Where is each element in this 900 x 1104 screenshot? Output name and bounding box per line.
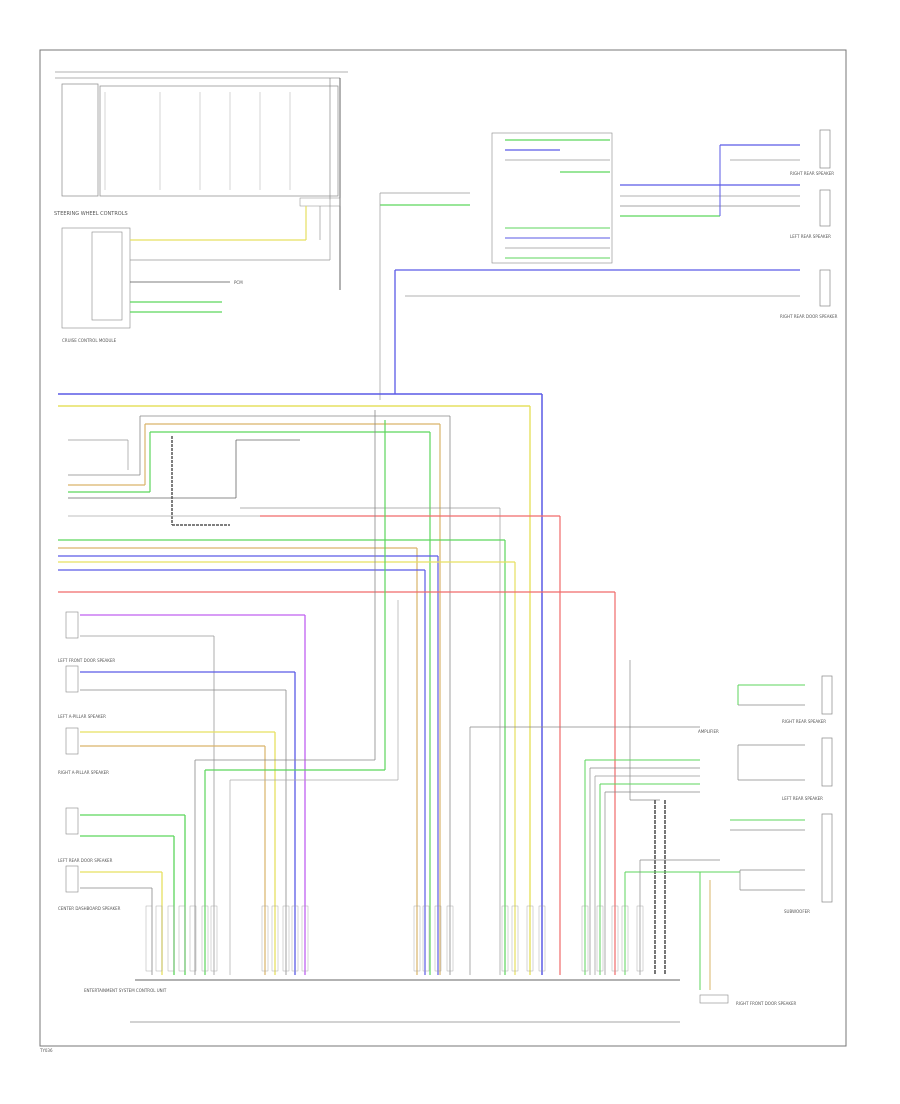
left-rear-speaker-mid-label: LEFT REAR SPEAKER (782, 796, 823, 801)
cruise-control-block: PCM CRUISE CONTROL MODULE (61, 200, 331, 343)
right-rear-door-speaker-label: RIGHT REAR DOOR SPEAKER (780, 314, 838, 319)
outer-frame (39, 49, 847, 1047)
subwoofer-label: SUBWOOFER (784, 909, 810, 914)
left-speakers-block: LEFT FRONT DOOR SPEAKER LEFT A-PILLAR SP… (58, 410, 399, 975)
steering-wheel-controls-label: STEERING WHEEL CONTROLS (54, 211, 128, 217)
entertainment-control-unit-label: ENTERTAINMENT SYSTEM CONTROL UNIT (84, 988, 167, 993)
amplifier-block: AMPLIFIER RIGHT REAR SPEAKER LEFT REAR S… (469, 660, 833, 990)
control-unit-block: ENTERTAINMENT SYSTEM CONTROL UNIT RIGHT … (84, 905, 797, 1023)
pcm-label: PCM (234, 280, 243, 285)
footer-code: TY036 (39, 1048, 53, 1053)
right-rear-speaker-mid-label: RIGHT REAR SPEAKER (782, 719, 826, 724)
left-front-door-speaker-label: LEFT FRONT DOOR SPEAKER (58, 658, 115, 663)
rear-speaker-top-block: RIGHT REAR SPEAKER LEFT REAR SPEAKER RIG… (379, 129, 838, 400)
left-rear-speaker-top-label: LEFT REAR SPEAKER (790, 234, 831, 239)
amplifier-label: AMPLIFIER (698, 729, 719, 734)
right-a-pillar-speaker-label: RIGHT A-PILLAR SPEAKER (58, 770, 109, 775)
right-front-door-speaker-label: RIGHT FRONT DOOR SPEAKER (736, 1001, 797, 1006)
steering-wheel-controls-block: STEERING WHEEL CONTROLS (54, 71, 348, 290)
left-rear-door-speaker-label: LEFT REAR DOOR SPEAKER (58, 858, 113, 863)
right-rear-speaker-top-label: RIGHT REAR SPEAKER (790, 171, 834, 176)
center-dashboard-speaker-label: CENTER DASHBOARD SPEAKER (58, 906, 121, 911)
cruise-control-label: CRUISE CONTROL MODULE (62, 338, 117, 343)
main-wire-bus (58, 270, 616, 975)
left-a-pillar-speaker-label: LEFT A-PILLAR SPEAKER (58, 714, 106, 719)
